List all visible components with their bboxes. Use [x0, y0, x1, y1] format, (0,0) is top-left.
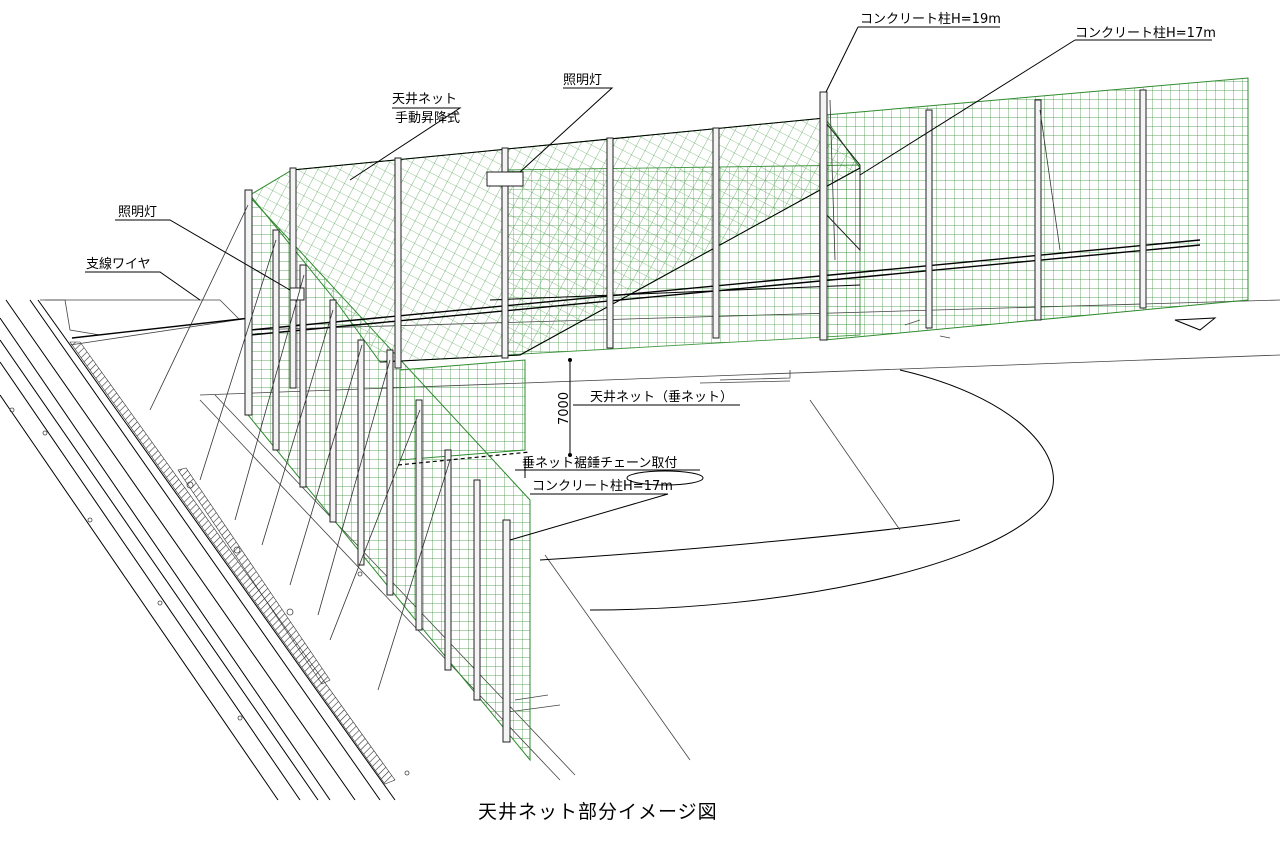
dimension-label: 7000 [557, 392, 572, 425]
guy-wires [149, 99, 1061, 691]
rails [249, 117, 1201, 363]
road [0, 299, 576, 801]
hanging-net-label: 天井ネット（垂ネット） [590, 390, 733, 405]
light-fixture-top [486, 171, 524, 187]
diagram-caption: 天井ネット部分イメージ図 [478, 801, 718, 823]
ceiling-net-label: 天井ネット [392, 92, 457, 107]
leader-lines [85, 26, 1212, 541]
chain-label: 垂ネット裾錘チェーン取付 [522, 455, 677, 471]
manual-lift-label: 手動昇降式 [395, 111, 460, 126]
guy-wire-label: 支線ワイヤ [86, 256, 151, 272]
light-fixture-left [289, 287, 305, 301]
light-left-label: 照明灯 [118, 205, 157, 220]
curb-hatch-inner [177, 467, 331, 685]
curb-hatch [69, 341, 396, 785]
pole-h19-label: コンクリート柱H=19m [860, 12, 1001, 27]
dimension-marker [568, 358, 572, 457]
middle-net [504, 164, 861, 356]
pole-h19 [819, 91, 828, 341]
pole-h17-mid-label: コンクリート柱H=17m [532, 479, 673, 494]
pole-h17-front [502, 519, 511, 743]
pole-h17-top-label: コンクリート柱H=17m [1075, 26, 1216, 41]
light-top-label: 照明灯 [563, 73, 602, 88]
chain-line [397, 451, 531, 466]
posts [244, 89, 1147, 743]
